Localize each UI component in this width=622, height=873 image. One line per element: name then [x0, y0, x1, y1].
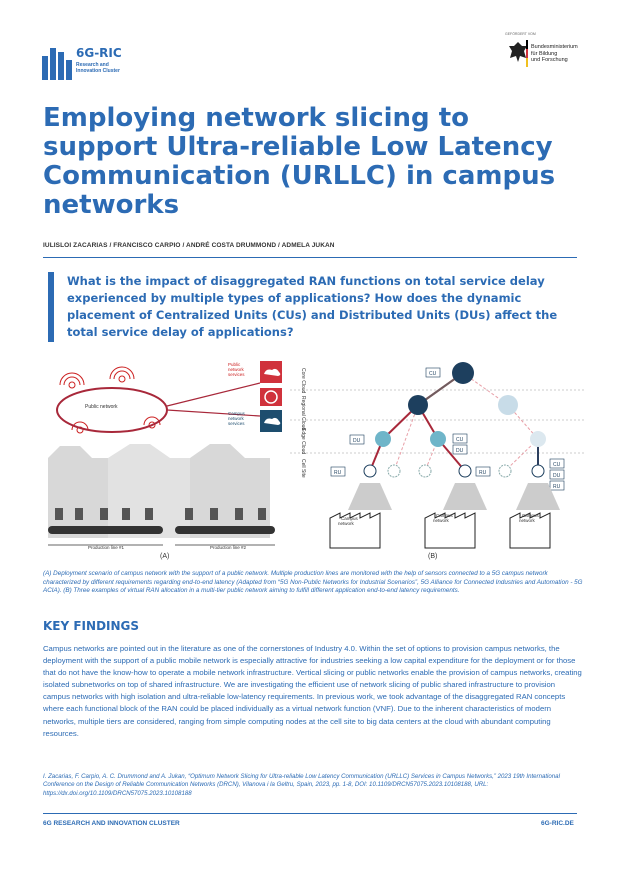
logo-subtitle: Research and Innovation Cluster	[76, 62, 120, 74]
svg-text:Core Cloud: Core Cloud	[300, 368, 306, 394]
svg-text:CU: CU	[456, 437, 464, 443]
sponsor-label: GEFÖRDERT VOM	[505, 32, 536, 36]
key-findings-body: Campus networks are pointed out in the l…	[43, 644, 582, 738]
public-network-ellipse	[56, 387, 168, 433]
research-question: What is the impact of disaggregated RAN …	[67, 274, 558, 339]
svg-text:RU: RU	[479, 470, 487, 476]
svg-text:Cell Site: Cell Site	[300, 459, 306, 478]
public-network-label: Public network	[85, 404, 118, 410]
svg-text:DU: DU	[353, 438, 361, 444]
authors: IULISLOI ZACARIAS / FRANCISCO CARPIO / A…	[43, 242, 335, 249]
reference: I. Zacarias, F. Carpio, A. C. Drummond a…	[43, 773, 560, 797]
footer-left: 6G RESEARCH AND INNOVATION CLUSTER	[43, 820, 180, 827]
core-node	[452, 362, 474, 384]
sponsor-name: Bundesministerium für Bildung und Forsch…	[531, 44, 578, 63]
svg-text:Edge Cloud: Edge Cloud	[300, 428, 306, 454]
panel-b-label: (B)	[428, 553, 437, 560]
antenna-icon	[59, 366, 161, 434]
key-findings-heading: KEY FINDINGS	[43, 619, 140, 633]
6g-ric-logo: 6G-RIC Research and Innovation Cluster	[40, 44, 160, 84]
logo-title: 6G-RIC	[76, 46, 122, 60]
eagle-emblem-icon	[509, 40, 528, 67]
bmbf-sponsor: GEFÖRDERT VOM Bundesministerium für Bild…	[505, 32, 595, 72]
svg-text:RU: RU	[334, 470, 342, 476]
panel-a-label: (A)	[160, 553, 169, 560]
panel-b: Core Cloud Regional Cloud Edge Cloud Cel…	[290, 362, 585, 560]
line1-label: Production line #1	[88, 545, 125, 550]
svg-text:DU: DU	[456, 448, 464, 454]
page-title: Employing network slicing to support Ult…	[43, 103, 556, 220]
figure-caption: (A) Deployment scenario of campus networ…	[43, 570, 583, 595]
cluster-logo-icon	[42, 48, 72, 80]
question-accent-bar	[48, 272, 54, 342]
line2-label: Production line #2	[210, 545, 247, 550]
svg-text:CU: CU	[553, 462, 561, 468]
svg-text:Regional Cloud: Regional Cloud	[300, 396, 306, 430]
footer-divider	[43, 813, 577, 814]
svg-text:DU: DU	[553, 473, 561, 479]
svg-text:RU: RU	[553, 484, 561, 490]
divider	[43, 257, 577, 258]
footer-url[interactable]: 6G-RIC.DE	[541, 820, 574, 827]
svg-text:CU: CU	[429, 371, 437, 377]
